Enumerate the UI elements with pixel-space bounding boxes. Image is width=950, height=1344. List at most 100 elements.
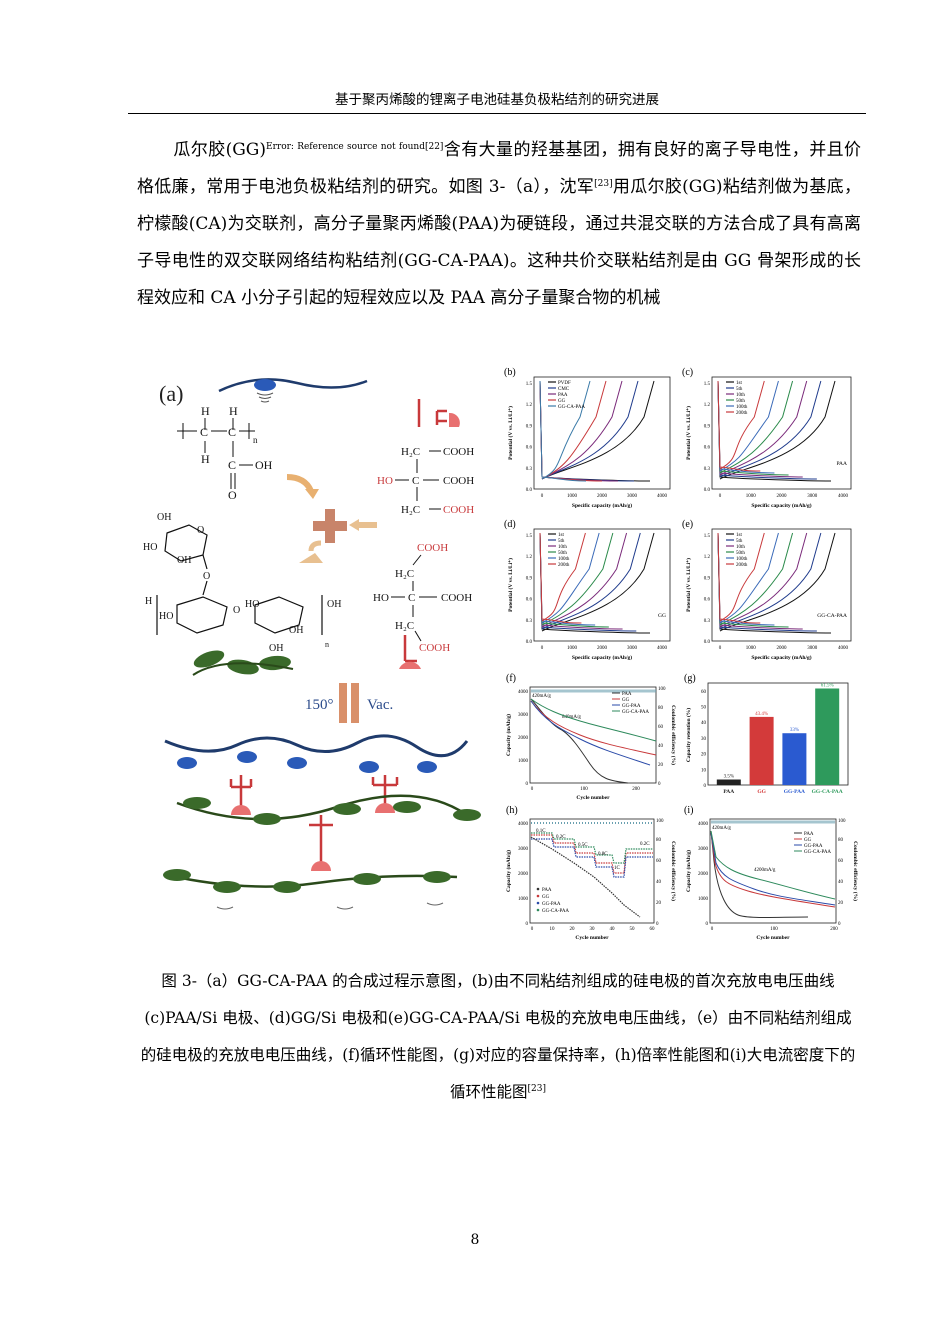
panel-a-label: (a) — [159, 381, 183, 406]
x-tick-label: 4000 — [657, 646, 668, 651]
legend-entry: 200th — [558, 563, 570, 568]
y-tick-label: 1.5 — [704, 382, 711, 387]
y-tick-label: 1.5 — [704, 534, 711, 539]
y-tick-label: 0.6 — [526, 598, 533, 603]
legend-entry: 50th — [558, 551, 567, 556]
svg-text:OH: OH — [157, 512, 171, 523]
svg-text:1C: 1C — [614, 866, 621, 871]
voltage-curve — [539, 380, 607, 482]
x-axis-label: Specific capacity (mAh/g) — [751, 502, 811, 509]
voltage-curve — [539, 532, 586, 624]
x-axis-label: Specific capacity (mAh/g) — [572, 502, 632, 509]
svg-text:2000: 2000 — [518, 872, 529, 877]
citric-acid-structure: H₂C COOH HO C COOH H₂C COOH — [377, 446, 474, 516]
legend-entry: CMC — [558, 387, 570, 392]
svg-text:0.5C: 0.5C — [578, 843, 588, 848]
svg-text:GG-CA-PAA: GG-CA-PAA — [804, 850, 831, 855]
figure-3: (a) H H C C n H C OH O — [137, 363, 859, 943]
svg-text:O: O — [197, 525, 204, 536]
svg-text:20: 20 — [570, 927, 576, 932]
x-tick-label: 1000 — [567, 646, 578, 651]
svg-text:4000: 4000 — [518, 822, 529, 827]
svg-text:0: 0 — [526, 782, 529, 787]
x-tick-label: 4000 — [838, 646, 849, 651]
x-tick-label: 3000 — [627, 646, 638, 651]
svg-text:O: O — [233, 605, 240, 616]
svg-text:3000: 3000 — [518, 847, 529, 852]
legend-entry: 5th — [558, 539, 565, 544]
y-tick-label: 1.2 — [704, 403, 711, 408]
svg-text:HO: HO — [159, 611, 173, 622]
retention-bar — [749, 716, 774, 785]
voltage-curve — [717, 380, 822, 480]
legend-entry: 50th — [736, 399, 745, 404]
panel-f-label: (f) — [506, 673, 516, 684]
x-tick-label: 1000 — [567, 494, 578, 499]
x-axis-label: Specific capacity (mAh/g) — [751, 654, 811, 661]
paa-structure: H H C C n H C OH O — [177, 404, 273, 502]
svg-text:HO: HO — [377, 475, 393, 487]
x-tick-label: 2000 — [777, 494, 788, 499]
svg-text:C: C — [228, 425, 236, 439]
svg-text:3000: 3000 — [698, 847, 709, 852]
svg-text:HO: HO — [373, 592, 389, 604]
legend-entry: 1st — [558, 533, 564, 538]
svg-text:10: 10 — [550, 927, 556, 932]
x-tick-label: 2000 — [777, 646, 788, 651]
svg-text:PAA: PAA — [804, 832, 814, 837]
legend-entry: GG — [558, 399, 566, 404]
legend-entry: 50th — [736, 551, 745, 556]
y-tick-label: 0.6 — [704, 446, 711, 451]
legend-entry: PVDF — [558, 381, 571, 386]
legend-entry: 200th — [736, 563, 748, 568]
svg-text:H₂C: H₂C — [401, 446, 420, 458]
svg-text:COOH: COOH — [443, 504, 474, 516]
svg-text:80: 80 — [658, 706, 664, 711]
svg-text:GG-PAA: GG-PAA — [542, 902, 561, 907]
svg-text:H: H — [229, 404, 238, 418]
bar-category-label: GG-CA-PAA — [812, 789, 843, 795]
legend-entry: 100th — [736, 557, 748, 562]
y-tick-label: 0.3 — [704, 619, 711, 624]
condition-temperature: 150° — [305, 697, 334, 713]
svg-text:840mA/g: 840mA/g — [562, 715, 581, 720]
legend-entry: 5th — [736, 539, 743, 544]
y-tick-label: 0.3 — [526, 467, 533, 472]
bar-value-label: 33% — [790, 728, 799, 733]
svg-text:0: 0 — [531, 927, 534, 932]
svg-text:OH: OH — [327, 599, 341, 610]
svg-text:PAA: PAA — [542, 888, 552, 893]
y-tick-label: 40 — [701, 721, 707, 726]
svg-text:0: 0 — [711, 927, 714, 932]
voltage-curve — [717, 532, 794, 628]
svg-text:GG: GG — [622, 698, 630, 703]
y-axis-label: Potential (V vs. Li/Li⁺) — [685, 558, 692, 612]
x-tick-label: 0 — [719, 646, 722, 651]
x-tick-label: 2000 — [597, 494, 608, 499]
svg-text:3000: 3000 — [518, 713, 529, 718]
svg-text:40: 40 — [610, 927, 616, 932]
svg-text:420mA/g: 420mA/g — [532, 694, 551, 699]
voltage-curve — [539, 532, 641, 632]
legend-entry: 10th — [736, 545, 745, 550]
panel-label: (c) — [682, 367, 693, 378]
legend-entry: PAA — [558, 393, 568, 398]
y-tick-label: 1.2 — [526, 403, 533, 408]
y-axis-label: Potential (V vs. Li/Li⁺) — [507, 406, 514, 460]
citation-23: [23] — [594, 179, 613, 189]
legend-entry: 1st — [736, 381, 742, 386]
y-tick-label: 0.0 — [704, 640, 711, 645]
crosslinked-ca-structure: COOH H₂C HO C COOH H₂C COOH — [373, 542, 472, 669]
bar-category-label: GG-PAA — [784, 789, 805, 795]
figure-caption: 图 3-（a）GG-CA-PAA 的合成过程示意图，(b)由不同粘结剂组成的硅电… — [140, 972, 856, 1101]
svg-text:GG-PAA: GG-PAA — [804, 844, 823, 849]
svg-text:Cycle number: Cycle number — [756, 935, 790, 941]
y-tick-label: 1.2 — [526, 555, 533, 560]
x-tick-label: 0 — [541, 494, 544, 499]
